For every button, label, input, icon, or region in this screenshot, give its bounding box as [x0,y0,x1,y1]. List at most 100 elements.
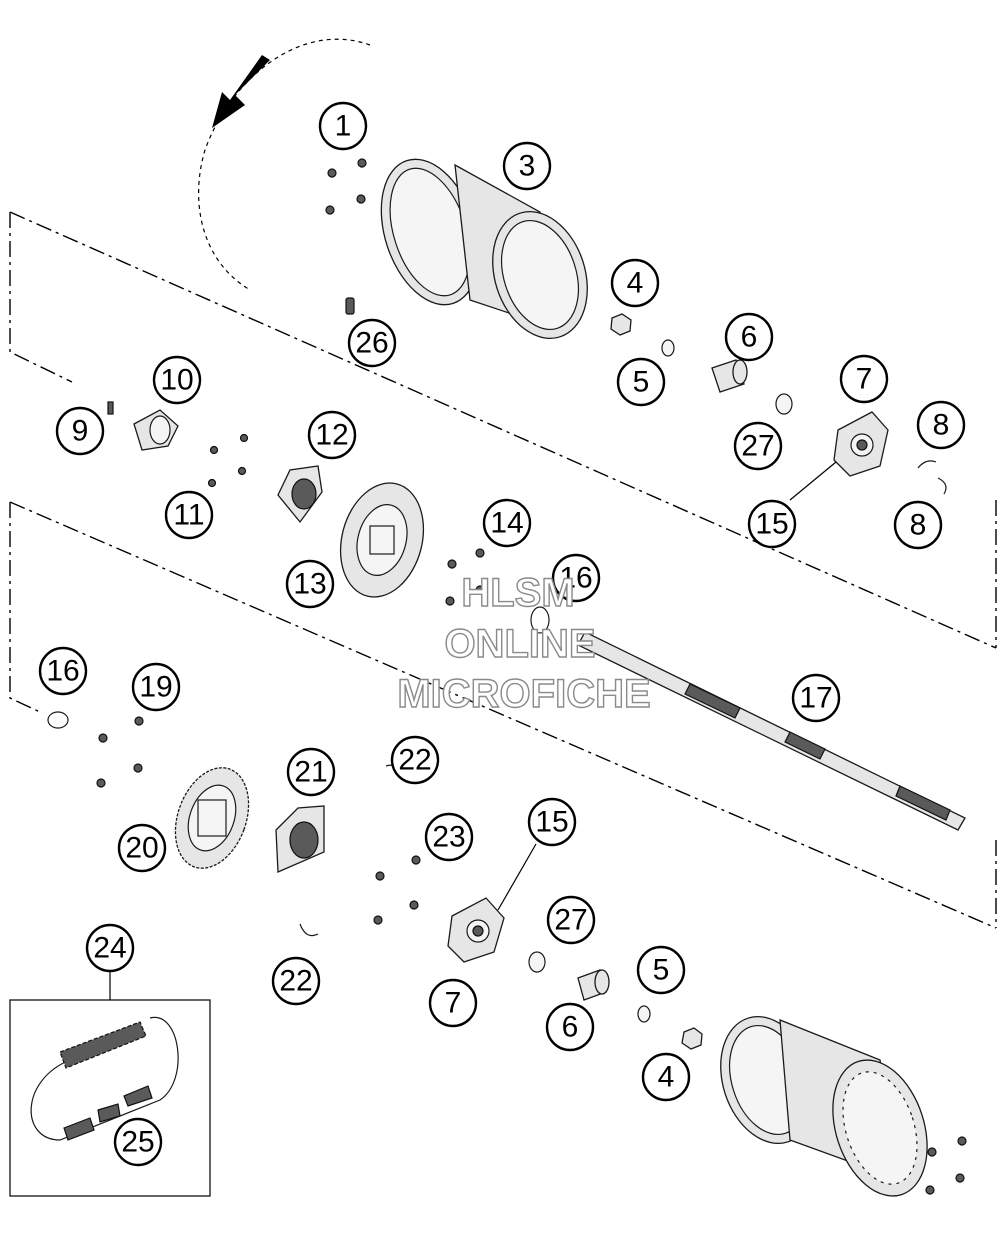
callout-12-label: 12 [315,419,348,452]
callout-7-top: 7 [839,354,889,404]
axle-nut-lower [681,1027,703,1050]
rotation-arrow [198,38,371,291]
callout-13-label: 13 [293,568,326,601]
valve-stem [345,297,355,315]
callout-6-top-label: 6 [741,321,758,354]
callout-1: 1 [318,101,368,151]
callout-15-top-label: 15 [755,508,788,541]
callout-17-label: 17 [799,682,832,715]
chain-kit-box [9,999,211,1197]
callout-22-lower: 22 [271,956,321,1006]
rim-lower [720,1015,928,1197]
callout-27-lower-label: 27 [554,904,587,937]
brake-disc-hub [277,465,323,524]
callout-20-label: 20 [125,832,158,865]
callout-4-top-label: 4 [627,267,644,300]
callout-15-top: 15 [747,499,797,549]
watermark: HLSM ONLINE MICROFICHE [397,570,652,716]
axle-nut-top [610,313,632,336]
callout-26-label: 26 [355,327,388,360]
watermark-line-2: ONLINE [444,622,595,666]
callout-24-label: 24 [93,932,126,965]
circlips [917,460,947,495]
callout-11-label: 11 [173,499,204,532]
leader-lines [109,461,837,1000]
callout-25: 25 [113,1117,163,1167]
callout-4-top: 4 [610,258,660,308]
seal-ring-top [775,393,793,415]
callout-17: 17 [791,673,841,723]
callout-21: 21 [286,747,336,797]
callout-9-label: 9 [72,415,89,448]
bushing-lower [577,969,610,1001]
rear-axle [577,631,966,831]
callout-3: 3 [502,141,552,191]
callout-27-top-label: 27 [741,430,774,463]
callout-23-label: 23 [432,821,465,854]
o-ring-upper [530,606,550,634]
callout-23: 23 [424,812,474,862]
disc-nuts [445,548,485,606]
callout-16-upper-label: 16 [559,562,592,595]
callout-8-upper-label: 8 [933,409,950,442]
callout-1-label: 1 [335,110,352,143]
wheel-nuts-lower [925,1136,967,1195]
callout-14: 14 [482,498,532,548]
callout-6-top: 6 [724,312,774,362]
callout-25-label: 25 [121,1126,154,1159]
callout-6-lower-label: 6 [562,1011,579,1044]
callout-12: 12 [307,410,357,460]
callout-7-top-label: 7 [856,363,873,396]
callout-16-left: 16 [38,646,88,696]
callout-19-label: 19 [139,671,172,704]
watermark-line-3: MICROFICHE [397,672,650,716]
callout-15-lower-label: 15 [535,806,568,839]
sprocket-bolts [96,716,144,788]
assembly-frame-lines [9,211,997,929]
callout-5-lower-label: 5 [653,954,670,987]
carrier-nuts [373,855,421,925]
callout-8-upper: 8 [916,400,966,450]
callout-19: 19 [131,662,181,712]
callout-7-lower-label: 7 [445,987,462,1020]
small-screw [107,401,114,415]
callout-10-label: 10 [160,364,193,397]
callout-5-top: 5 [616,357,666,407]
callout-7-lower: 7 [428,978,478,1028]
sprocket-carrier [275,805,325,873]
callout-22-upper-label: 22 [398,744,431,777]
washer-lower [637,1005,651,1023]
callout-20: 20 [117,823,167,873]
lock-clip-lower [299,923,319,937]
callout-8-lower-label: 8 [910,509,927,542]
callout-16-upper: 16 [551,553,601,603]
callout-14-label: 14 [490,507,523,540]
callout-3-label: 3 [519,150,536,183]
bearing-carrier-lower [447,897,505,963]
callout-11: 11 [164,490,214,540]
callout-21-label: 21 [294,756,327,789]
rear-sprocket [174,767,250,869]
callout-6-lower: 6 [545,1002,595,1052]
sensor-ring [133,409,179,451]
seal-ring-lower [528,951,546,973]
callout-8-lower: 8 [893,500,943,550]
washer-top [661,339,675,357]
callout-22-lower-label: 22 [279,965,312,998]
callout-4-lower: 4 [641,1052,691,1102]
bushing-top [711,359,748,393]
callout-15-lower: 15 [527,797,577,847]
callout-13: 13 [285,559,335,609]
callout-4-lower-label: 4 [658,1061,675,1094]
wheel-nuts-top [325,158,367,215]
callout-5-lower: 5 [636,945,686,995]
bearing-carrier-top [833,411,889,477]
callout-24: 24 [85,923,135,973]
brake-disc [339,482,425,598]
callout-27-top: 27 [733,421,783,471]
callout-16-left-label: 16 [46,655,79,688]
callout-22-upper: 22 [390,735,440,785]
callout-10: 10 [152,355,202,405]
